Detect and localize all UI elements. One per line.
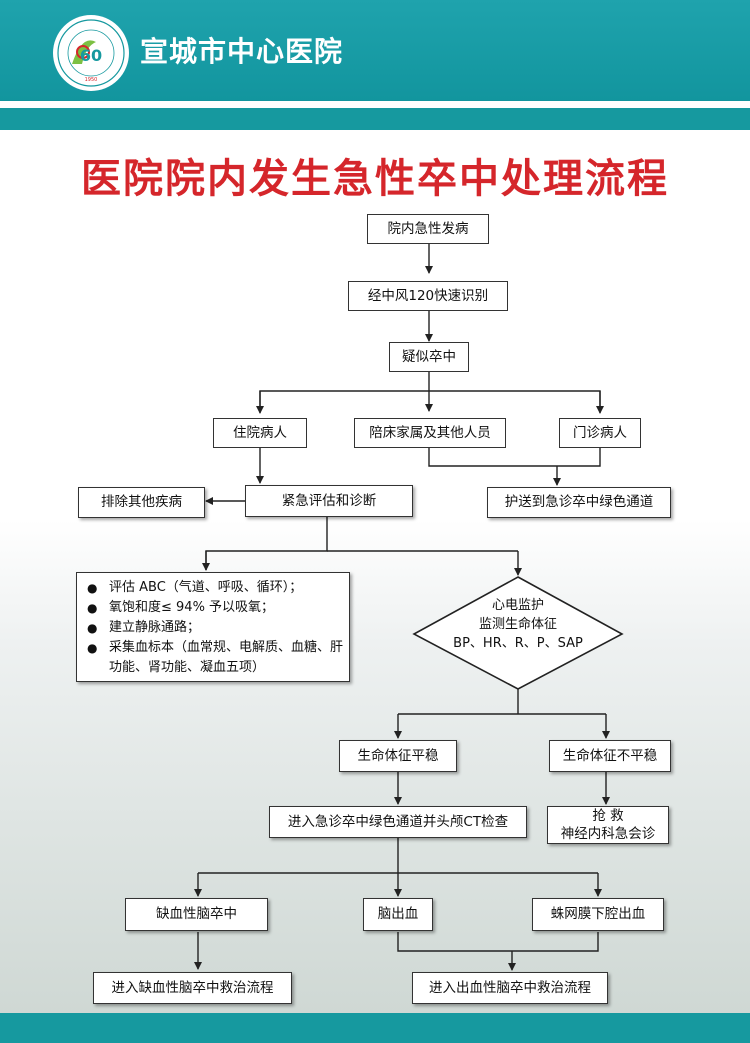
node-escort-green-channel: 护送到急诊卒中绿色通道 — [487, 487, 671, 518]
node-exclude-other: 排除其他疾病 — [78, 487, 205, 518]
node-outpatient: 门诊病人 — [559, 418, 641, 448]
list-item: ● 评估 ABC（气道、呼吸、循环）； — [87, 578, 343, 598]
bullet-icon: ● — [87, 641, 98, 655]
bullet-icon: ● — [87, 601, 98, 615]
hospital-logo: 60 1950 — [53, 15, 129, 91]
node-vitals-unstable: 生命体征不平稳 — [549, 740, 671, 772]
node-identify: 经中风120快速识别 — [348, 281, 508, 311]
diamond-line-1: 心电监护 — [491, 598, 544, 613]
monitoring-decision-diamond — [412, 576, 624, 690]
node-hemorrhage-flow: 进入出血性脑卒中救治流程 — [412, 972, 608, 1004]
list-item: ● 采集血标本（血常规、电解质、血糖、肝功能、肾功能、凝血五项） — [87, 638, 343, 678]
assessment-item-abc: 评估 ABC（气道、呼吸、循环）； — [109, 580, 303, 595]
footer-band — [0, 1013, 750, 1043]
rescue-line-1: 抢 救 — [592, 807, 624, 824]
diamond-label: 心电监护 监测生命体征 BP、HR、R、P、SAP — [417, 596, 619, 653]
logo-year: 1950 — [85, 77, 98, 83]
assessment-item-oxygen: 氧饱和度≤ 94% 予以吸氧； — [109, 600, 275, 615]
page-title: 医院院内发生急性卒中处理流程 — [81, 155, 669, 202]
bullet-icon: ● — [87, 621, 98, 635]
node-rescue-consult: 抢 救 神经内科急会诊 — [547, 806, 669, 844]
node-onset: 院内急性发病 — [367, 214, 489, 244]
node-cerebral-hemorrhage: 脑出血 — [363, 898, 433, 931]
node-ischemic-stroke: 缺血性脑卒中 — [125, 898, 268, 931]
header-stripe — [0, 108, 750, 130]
node-inpatient: 住院病人 — [213, 418, 307, 448]
logo-mark: 60 — [80, 46, 102, 65]
diamond-line-2: 监测生命体征 — [478, 617, 557, 632]
node-subarachnoid-hemorrhage: 蛛网膜下腔出血 — [532, 898, 664, 931]
assessment-item-iv: 建立静脉通路； — [109, 620, 201, 635]
node-ct-check: 进入急诊卒中绿色通道并头颅CT检查 — [269, 806, 527, 838]
assessment-item-blood: 采集血标本（血常规、电解质、血糖、肝功能、肾功能、凝血五项） — [109, 640, 344, 675]
node-family-others: 陪床家属及其他人员 — [354, 418, 506, 448]
node-ischemic-flow: 进入缺血性脑卒中救治流程 — [93, 972, 292, 1004]
list-item: ● 建立静脉通路； — [87, 618, 343, 638]
list-item: ● 氧饱和度≤ 94% 予以吸氧； — [87, 598, 343, 618]
node-emergency-eval: 紧急评估和诊断 — [245, 485, 413, 517]
rescue-line-2: 神经内科急会诊 — [560, 826, 656, 842]
node-suspected-stroke: 疑似卒中 — [389, 342, 469, 372]
bullet-icon: ● — [87, 581, 98, 595]
assessment-list: ● 评估 ABC（气道、呼吸、循环）； ● 氧饱和度≤ 94% 予以吸氧； ● 建立静… — [76, 572, 350, 682]
hospital-name: 宣城市中心医院 — [140, 35, 344, 68]
diamond-line-3: BP、HR、R、P、SAP — [453, 636, 583, 651]
node-vitals-stable: 生命体征平稳 — [339, 740, 457, 772]
